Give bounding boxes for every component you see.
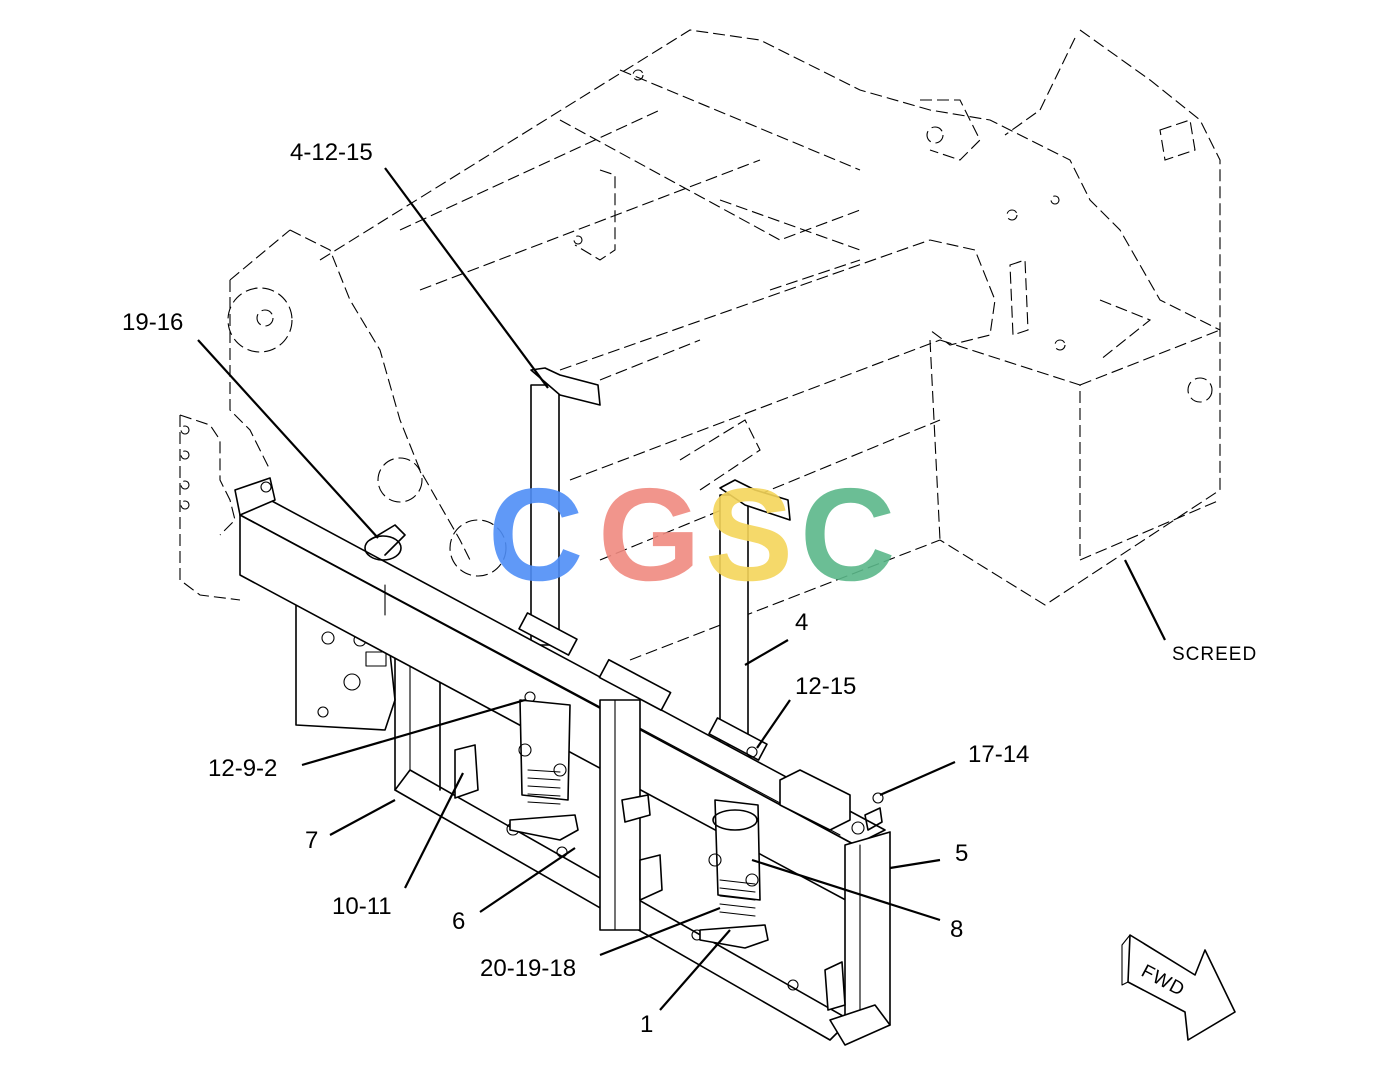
watermark-letter: S	[705, 461, 793, 608]
vertical-post-front	[719, 479, 791, 746]
watermark-letter: C	[800, 461, 895, 608]
callout-10-11: 10-11	[332, 893, 392, 920]
callout-20-19-18: 20-19-18	[480, 955, 576, 982]
callout-17-14: 17-14	[968, 741, 1029, 768]
callout-7: 7	[305, 827, 318, 854]
callout-5: 5	[955, 840, 968, 867]
callout-19-16: 19-16	[122, 309, 183, 336]
callout-1: 1	[640, 1011, 653, 1038]
spring-assembly-front	[699, 799, 769, 949]
vertical-post-rear	[530, 367, 601, 646]
leader-lines	[197, 167, 1166, 1011]
callout-6: 6	[452, 908, 465, 935]
fwd-direction-arrow: FWD	[1121, 934, 1236, 1041]
watermark-letter: G	[598, 461, 701, 608]
watermark: C G S C	[488, 461, 895, 608]
callout-12-9-2: 12-9-2	[208, 755, 277, 782]
machine-frame-dashed	[179, 29, 1221, 661]
callout-labels: 4-12-15 19-16 4 12-15 12-9-2 17-14 5 7 1…	[122, 139, 1257, 1038]
callout-12-15: 12-15	[795, 673, 856, 700]
callout-4-12-15: 4-12-15	[290, 139, 373, 166]
guide-bracket	[454, 699, 663, 931]
end-plate	[824, 792, 891, 1046]
spring-assembly-rear	[509, 699, 579, 841]
callout-8: 8	[950, 916, 963, 943]
callout-screed: SCREED	[1172, 644, 1257, 665]
callout-4: 4	[795, 609, 808, 636]
watermark-letter: C	[488, 461, 583, 608]
